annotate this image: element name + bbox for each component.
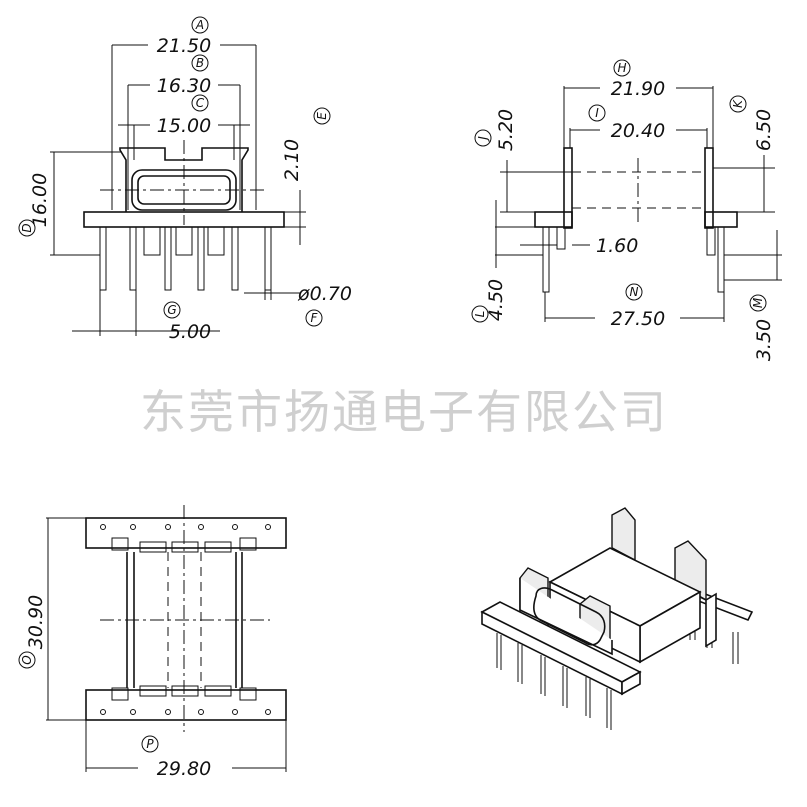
top-dim-p: 29.80	[157, 758, 211, 780]
side-dim-1-60: 1.60	[596, 235, 638, 257]
front-dim-a: 21.50	[157, 35, 211, 57]
side-view-flange-left	[563, 147, 573, 229]
front-dim-tag-f: F	[311, 311, 319, 325]
front-dim-tag-g: G	[167, 303, 176, 317]
front-dim-d: 16.00	[29, 173, 51, 227]
front-dim-tag-d: D	[20, 223, 34, 232]
side-view-flange-right	[704, 147, 714, 229]
side-dim-tag-h: H	[617, 61, 626, 75]
side-dim-tag-m: M	[751, 297, 765, 308]
side-dim-h: 21.90	[611, 78, 665, 100]
front-dim-tag-circle-a	[191, 16, 209, 34]
side-dim-tag-n: N	[630, 285, 639, 299]
isometric-view	[480, 507, 754, 730]
top-view-pin-holes	[100, 524, 271, 715]
front-view: A 21.50 B 16.30 C 15.00 16.00 D	[18, 16, 352, 343]
top-view-tabs	[111, 537, 257, 701]
side-dim-tag-i: I	[595, 106, 599, 120]
top-view-flange-bottom	[85, 689, 287, 721]
front-view-pins	[99, 226, 272, 291]
top-dim-o: 30.90	[25, 595, 47, 649]
side-dim-n: 27.50	[611, 308, 665, 330]
iso-front-pins	[496, 633, 612, 730]
front-dim-tag-c: C	[196, 96, 205, 110]
side-dim-tag-k: K	[731, 99, 745, 108]
front-dim-tag-e: E	[315, 112, 329, 120]
front-dim-tag-b: B	[196, 56, 204, 70]
side-dim-tag-l: L	[473, 311, 487, 318]
iso-front-flange-edge	[519, 578, 613, 656]
top-view-flange-top	[85, 517, 287, 549]
top-view: 30.90 O P 29.80	[18, 505, 287, 780]
front-dim-tag-a: A	[195, 18, 204, 32]
iso-back-flange-left	[611, 507, 636, 562]
top-dim-tag-p: P	[146, 737, 154, 751]
top-dim-tag-o: O	[20, 655, 34, 664]
side-view-base-left	[534, 211, 573, 228]
side-dim-l: 4.50	[485, 279, 507, 321]
iso-core-window	[533, 587, 606, 646]
side-dim-i: 20.40	[611, 120, 665, 142]
side-dim-m: 3.50	[753, 319, 775, 361]
front-dim-b: 16.30	[157, 75, 211, 97]
side-view: H 21.90 I 20.40 5.20 J 6.50 K	[471, 59, 782, 361]
iso-front-base-end	[621, 670, 641, 696]
front-dim-f: ø0.70	[297, 283, 352, 305]
side-view-base-right	[704, 211, 738, 228]
company-watermark: 东莞市扬通电子有限公司	[140, 385, 668, 439]
side-dim-j: 5.20	[495, 109, 517, 151]
side-dim-tag-j: J	[476, 136, 490, 142]
front-dim-g: 5.00	[169, 321, 211, 343]
front-dim-c: 15.00	[157, 115, 211, 137]
side-dim-k: 6.50	[753, 109, 775, 151]
front-dim-e: 2.10	[281, 139, 303, 181]
